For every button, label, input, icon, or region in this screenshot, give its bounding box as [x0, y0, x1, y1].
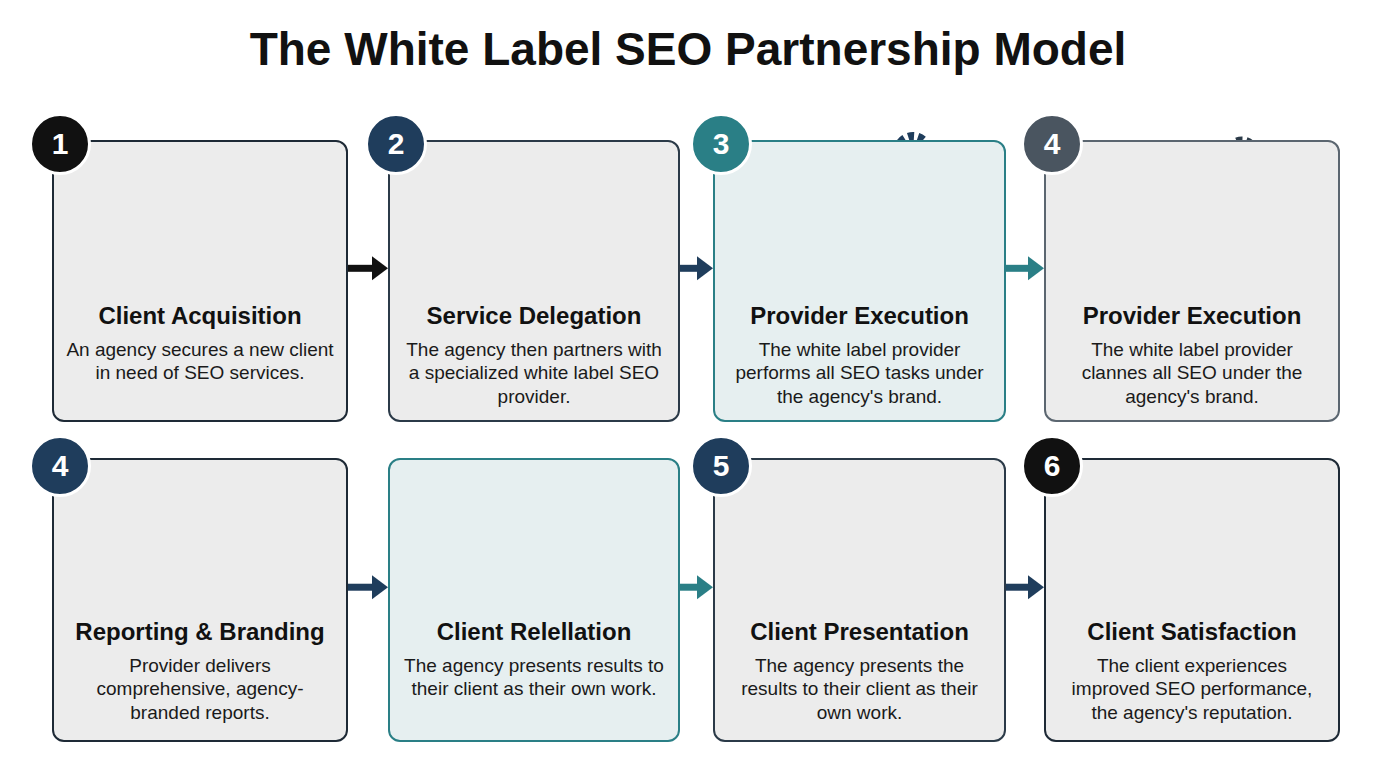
- flow-arrow: [348, 575, 388, 599]
- step-box: Client Acquisition An agency secures a ne…: [52, 140, 348, 422]
- flow-arrow: [348, 256, 388, 280]
- step-box: Provider ExecutionThe white label provid…: [1044, 140, 1340, 422]
- flow-arrow: [1006, 256, 1044, 280]
- callout-number: 4: [29, 435, 91, 497]
- step-text: Client SatisfactionThe client experience…: [1056, 618, 1328, 725]
- step-body: An agency secures a new client in need o…: [64, 338, 336, 386]
- step-text: Client PresentationThe agency presents t…: [725, 618, 994, 725]
- step-text: Client RelellationThe agency presents re…: [400, 618, 668, 701]
- step-body: The agency presents results to their cli…: [400, 654, 668, 702]
- step-body: The white label provider performs all SE…: [725, 338, 994, 409]
- step-body: The agency then partners with a speciali…: [400, 338, 668, 409]
- step-box: Client SatisfactionThe client experience…: [1044, 458, 1340, 742]
- step-heading: Service Delegation: [400, 302, 668, 330]
- flow-arrow: [680, 256, 713, 280]
- flow-arrow: [680, 575, 713, 599]
- step-text: Provider ExecutionThe white label provid…: [1056, 302, 1328, 409]
- step-heading: Client Acquisition: [64, 302, 336, 330]
- step-heading: Reporting & Branding: [64, 618, 336, 646]
- diagram-title: The White Label SEO Partnership Model: [0, 22, 1376, 76]
- callout-number: 5: [690, 435, 752, 497]
- step-box: Provider ExecutionThe white label provid…: [713, 140, 1006, 422]
- step-box: Service DelegationThe agency then partne…: [388, 140, 680, 422]
- step-text: Client Acquisition An agency secures a ne…: [64, 302, 336, 385]
- step-heading: Provider Execution: [1056, 302, 1328, 330]
- step-heading: Provider Execution: [725, 302, 994, 330]
- callout-number: 1: [29, 113, 91, 175]
- callout-number: 3: [690, 113, 752, 175]
- step-body: The client experiences improved SEO perf…: [1056, 654, 1328, 725]
- step-text: Service DelegationThe agency then partne…: [400, 302, 668, 409]
- step-body: Provider delivers comprehensive, agency-…: [64, 654, 336, 725]
- step-heading: Client Satisfaction: [1056, 618, 1328, 646]
- step-box: Client PresentationThe agency presents t…: [713, 458, 1006, 742]
- step-body: The white label provider clannes all SEO…: [1056, 338, 1328, 409]
- step-heading: Client Relellation: [400, 618, 668, 646]
- step-text: Provider ExecutionThe white label provid…: [725, 302, 994, 409]
- step-text: Reporting & BrandingProvider delivers co…: [64, 618, 336, 725]
- step-box: Client RelellationThe agency presents re…: [388, 458, 680, 742]
- step-body: The agency presents the results to their…: [725, 654, 994, 725]
- callout-number: 2: [365, 113, 427, 175]
- step-box: Reporting & BrandingProvider delivers co…: [52, 458, 348, 742]
- callout-number: 6: [1021, 435, 1083, 497]
- callout-number: 4: [1021, 113, 1083, 175]
- step-heading: Client Presentation: [725, 618, 994, 646]
- flow-arrow: [1006, 575, 1044, 599]
